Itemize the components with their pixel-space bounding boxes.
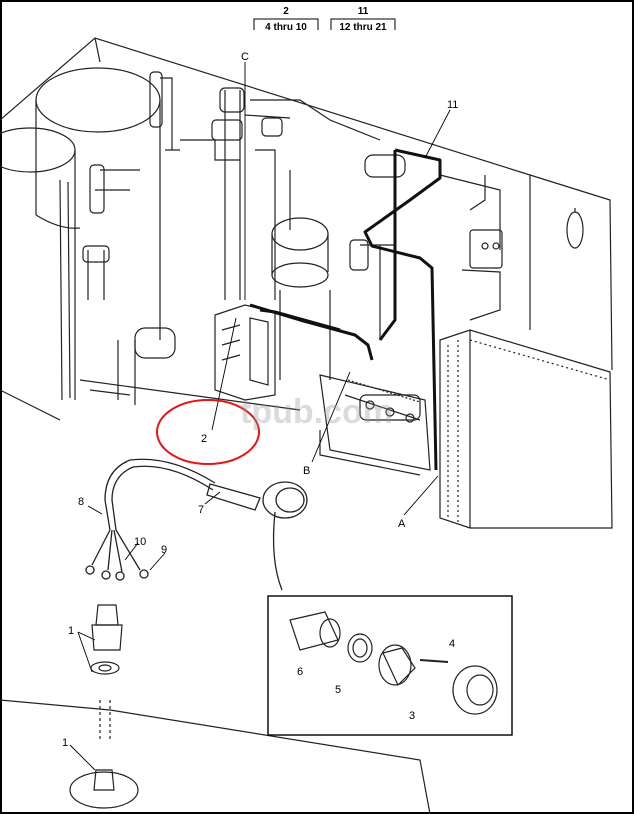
svg-text:12 thru 21: 12 thru 21 xyxy=(339,22,387,33)
highlight-circle xyxy=(156,399,260,465)
callout-2: 2 xyxy=(201,433,207,445)
compressor xyxy=(271,217,331,380)
callout-8: 8 xyxy=(78,496,84,508)
callout-4: 4 xyxy=(449,638,455,650)
callout-9: 9 xyxy=(161,544,167,556)
control-box xyxy=(214,304,276,401)
detail-inset xyxy=(267,595,513,736)
header-ref-11: 11 12 thru 21 xyxy=(330,6,396,33)
callout-5: 5 xyxy=(335,684,341,696)
callout-11: 11 xyxy=(447,99,458,111)
callout-a: A xyxy=(398,518,406,530)
piping-assembly xyxy=(79,71,584,411)
callout-c: C xyxy=(241,51,249,63)
callout-1-top: 1 xyxy=(68,625,74,637)
cable-harness-11 xyxy=(249,148,442,471)
svg-text:2: 2 xyxy=(283,6,289,17)
cabinet-outline xyxy=(0,37,613,476)
callout-10: 10 xyxy=(134,536,146,548)
storage-tank-center xyxy=(35,67,161,340)
header-ref-2: 2 4 thru 10 xyxy=(253,6,319,33)
svg-text:11: 11 xyxy=(358,6,369,17)
callout-6: 6 xyxy=(297,666,303,678)
wiring-harness xyxy=(85,458,308,591)
callout-3: 3 xyxy=(409,710,415,722)
side-panel xyxy=(439,329,613,529)
callout-b: B xyxy=(303,465,310,477)
storage-tank-left xyxy=(0,127,76,401)
callout-7: 7 xyxy=(198,504,204,516)
inset-parts xyxy=(289,611,498,715)
callout-1-bottom: 1 xyxy=(62,737,68,749)
svg-text:4 thru 10: 4 thru 10 xyxy=(265,22,307,33)
watermark: tpub.com xyxy=(240,393,393,431)
terminal-strip xyxy=(319,374,431,471)
fitting-item-1 xyxy=(0,604,431,814)
